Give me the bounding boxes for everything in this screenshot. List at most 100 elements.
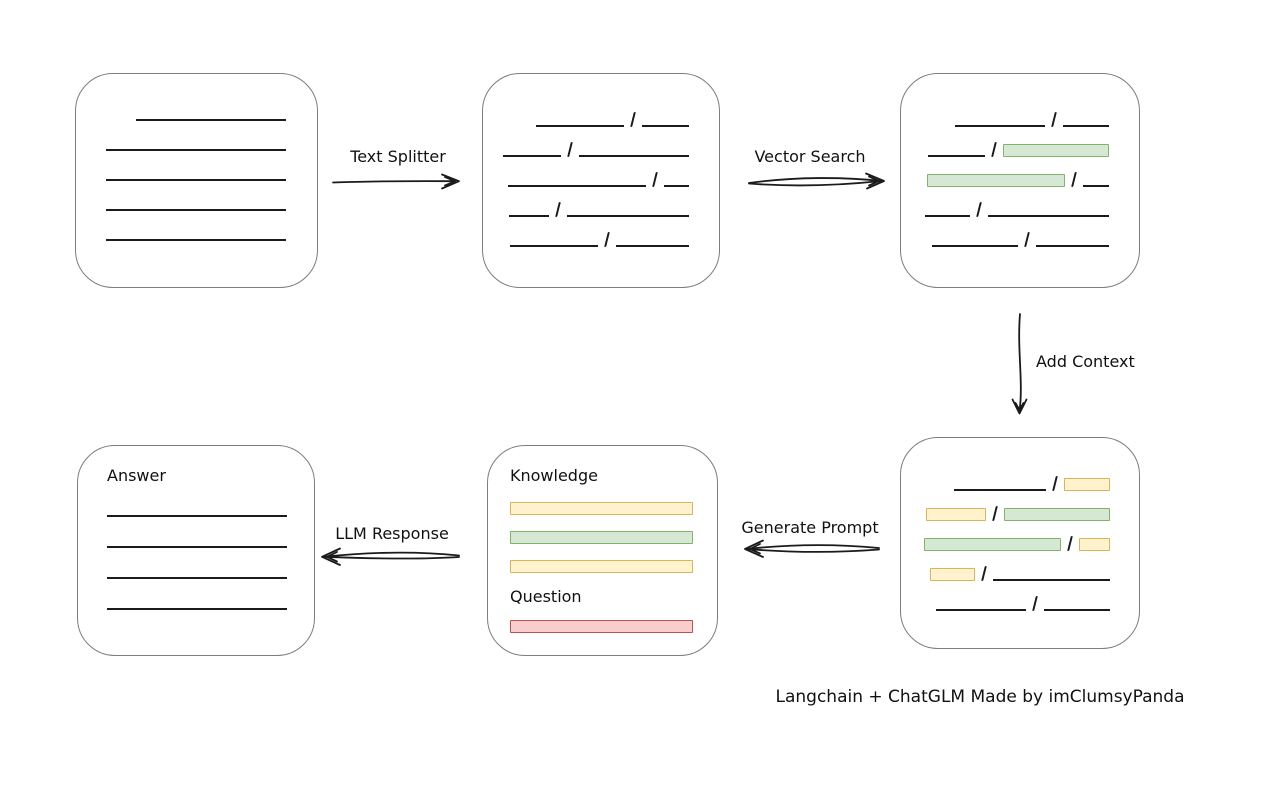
chunk-row [510, 607, 693, 633]
answer-lines [107, 486, 287, 610]
slash-separator [629, 112, 636, 127]
text-line [106, 239, 286, 241]
knowledge-label: Knowledge [510, 466, 598, 485]
chunk-row [510, 486, 693, 515]
text-line [642, 125, 689, 127]
question-bar [510, 607, 693, 633]
yellow-highlight-bar [510, 502, 693, 515]
chunk-row [483, 127, 689, 157]
text-line [1036, 245, 1109, 247]
llm-response-arrow [321, 547, 460, 566]
text-line [502, 155, 561, 157]
text-line [136, 119, 286, 121]
answer-label: Answer [107, 466, 166, 485]
text-line [106, 179, 286, 181]
chunk-row [901, 461, 1110, 491]
text-line [107, 577, 287, 579]
chunk-row [901, 187, 1109, 217]
chunk-row [483, 97, 689, 127]
chunk-row [107, 579, 287, 610]
chunk-row [76, 211, 286, 241]
question-label: Question [510, 587, 582, 606]
slash-separator [1023, 232, 1030, 247]
slash-separator [1050, 112, 1057, 127]
caption-text: Langchain + ChatGLM Made by imClumsyPand… [775, 687, 1185, 707]
context-chunks-lines [901, 438, 1139, 648]
yellow-highlight-bar [1064, 478, 1110, 491]
generate-prompt-arrow [744, 539, 880, 558]
chunk-row [76, 151, 286, 181]
chunk-row [901, 217, 1109, 247]
llm-response-label: LLM Response [335, 524, 449, 543]
yellow-highlight-bar [510, 560, 693, 573]
chunk-row [483, 217, 689, 247]
vector-search-result-box [900, 73, 1140, 288]
text-line [508, 215, 549, 217]
slash-separator [991, 506, 998, 521]
chunk-row [901, 551, 1110, 581]
slash-separator [566, 142, 573, 157]
document-lines [76, 74, 317, 287]
green-highlight-bar [1004, 508, 1110, 521]
green-highlight-bar [923, 538, 1061, 551]
generate-prompt-label: Generate Prompt [741, 518, 879, 537]
text-line [616, 245, 689, 247]
slash-separator [1070, 172, 1077, 187]
chunk-row [510, 515, 693, 544]
text-line [579, 155, 689, 157]
text-line [993, 579, 1110, 581]
text-line [1083, 185, 1109, 187]
slash-separator [603, 232, 610, 247]
green-highlight-bar [1003, 144, 1109, 157]
text-line [954, 125, 1045, 127]
yellow-highlight-bar [929, 568, 975, 581]
chunk-row [901, 521, 1110, 551]
text-splitter-label: Text Splitter [350, 147, 446, 166]
yellow-highlight-bar [925, 508, 986, 521]
text-line [509, 245, 598, 247]
chunk-row [901, 127, 1109, 157]
split-chunks-lines [483, 74, 719, 287]
chunk-row [901, 97, 1109, 127]
text-line [953, 489, 1046, 491]
chunk-row [510, 544, 693, 573]
text-line [507, 185, 646, 187]
text-line [931, 245, 1018, 247]
text-line [107, 515, 287, 517]
chunk-row [901, 581, 1110, 611]
context-chunks-box [900, 437, 1140, 649]
vector-search-label: Vector Search [754, 147, 866, 166]
slash-separator [990, 142, 997, 157]
slash-separator [554, 202, 561, 217]
chunk-row [76, 121, 286, 151]
answer-box: Answer [77, 445, 315, 656]
text-line [567, 215, 689, 217]
text-line [106, 209, 286, 211]
text-line [924, 215, 970, 217]
chunk-row [483, 187, 689, 217]
chunk-row [76, 91, 286, 121]
matched-chunks-lines [901, 74, 1139, 287]
chunk-row [107, 517, 287, 548]
add-context-arrow [1011, 313, 1028, 415]
text-line [107, 546, 287, 548]
prompt-box: Knowledge Question [487, 445, 718, 656]
chunk-row [901, 491, 1110, 521]
green-highlight-bar [510, 531, 693, 544]
text-line [535, 125, 624, 127]
green-highlight-bar [926, 174, 1065, 187]
text-line [106, 149, 286, 151]
text-line [107, 608, 287, 610]
slash-separator [1051, 476, 1058, 491]
text-line [1063, 125, 1109, 127]
slash-separator [975, 202, 982, 217]
slash-separator [651, 172, 658, 187]
chunk-row [901, 157, 1109, 187]
text-line [927, 155, 985, 157]
slash-separator [980, 566, 987, 581]
add-context-label: Add Context [1036, 352, 1135, 371]
chunk-row [107, 486, 287, 517]
document-box [75, 73, 318, 288]
chunk-row [483, 157, 689, 187]
